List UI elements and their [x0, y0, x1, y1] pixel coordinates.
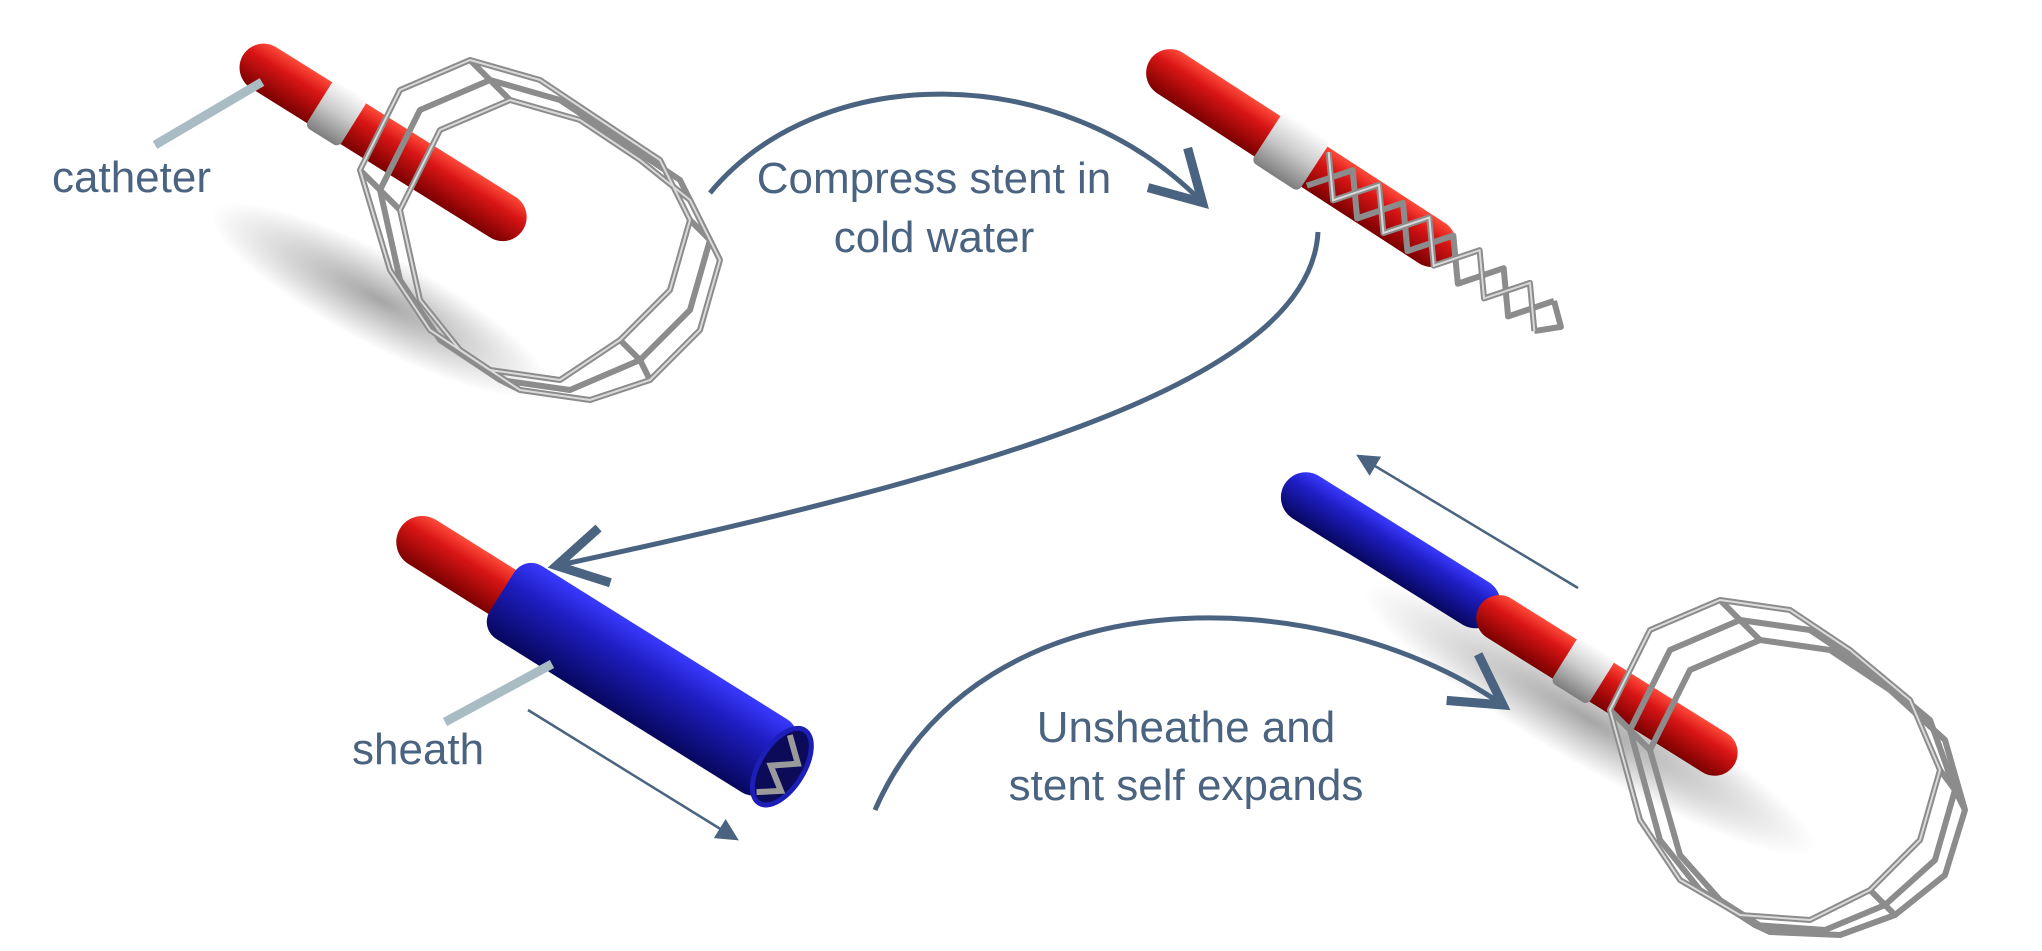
- collar: [1552, 638, 1614, 703]
- unsheathe-step-arrow: [872, 615, 1511, 812]
- sheath-tube: [1280, 472, 1501, 629]
- sheath-retract-arrow: [1356, 454, 1579, 590]
- device-shadow: [1363, 584, 1817, 856]
- unsheathe-step-caption: Unsheathe and stent self expands: [1009, 703, 1364, 810]
- sheath-label: sheath: [352, 725, 484, 774]
- device-shadow: [210, 202, 550, 398]
- sheath-leader-line: [442, 660, 555, 726]
- sheath-tube: [486, 562, 798, 796]
- compress-caption-line1: Compress stent in: [757, 154, 1112, 203]
- sheath-advance-arrow: [527, 708, 739, 841]
- catheter-tube: [1476, 595, 1738, 776]
- catheter-label-group: catheter: [52, 78, 265, 202]
- stent-inside-sheath: [756, 734, 802, 796]
- collar: [1253, 113, 1329, 190]
- unsheathe-caption-line1: Unsheathe and: [1037, 703, 1335, 752]
- compressed-stent-device: [1146, 49, 1564, 335]
- catheter-leader-line: [152, 78, 265, 149]
- sheathed-device: [396, 515, 814, 808]
- compress-caption-line2: cold water: [834, 213, 1035, 262]
- catheter-label: catheter: [52, 153, 211, 202]
- catheter-tube: [239, 43, 527, 242]
- stent-mesh-highlight: [359, 59, 721, 401]
- expanded-stent-device-top: [210, 43, 723, 403]
- load-sheath-step-arrow: [547, 231, 1321, 588]
- unsheathe-caption-line2: stent self expands: [1009, 761, 1364, 810]
- sheath-label-group: sheath: [352, 660, 555, 774]
- compress-step-caption: Compress stent in cold water: [757, 154, 1112, 262]
- expanded-stent-device-bottom: [1280, 472, 1968, 938]
- compress-step-arrow: [708, 91, 1209, 209]
- collar: [306, 81, 366, 146]
